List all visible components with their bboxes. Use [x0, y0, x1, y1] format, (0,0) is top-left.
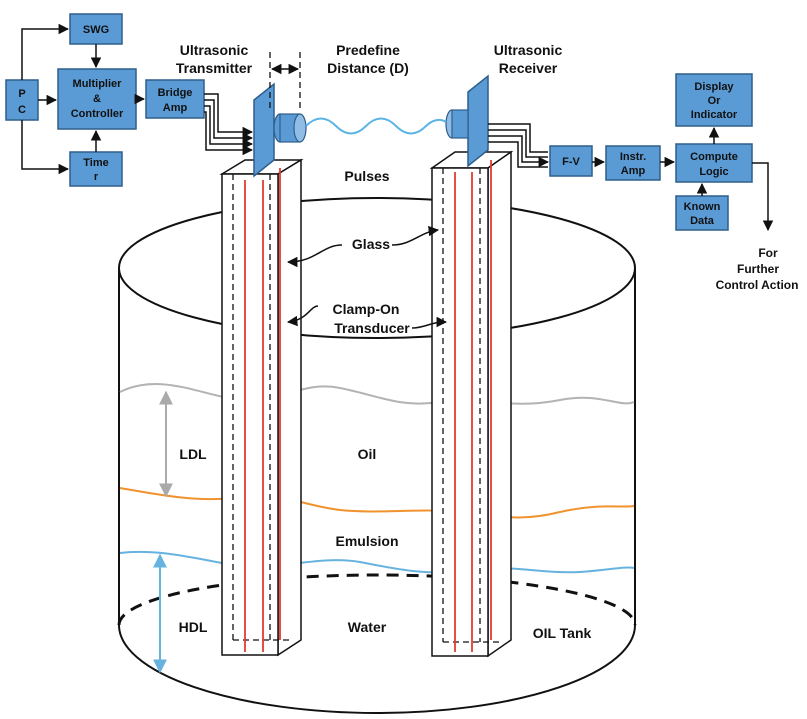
timer-label-1: Time — [83, 157, 108, 169]
tank-top-rim — [118, 197, 636, 339]
pulses-label: Pulses — [344, 168, 389, 184]
display-label-3: Indicator — [691, 109, 738, 121]
bridge-to-transmitter-wires — [204, 93, 254, 156]
instr-label-2: Amp — [621, 165, 646, 177]
multiplier-label-3: Controller — [71, 108, 124, 120]
display-indicator-block — [675, 73, 753, 127]
clamp-label-2: Transducer — [334, 320, 410, 336]
oil-label: Oil — [358, 446, 377, 462]
instrumentation-amp-block — [605, 145, 661, 181]
tank-bottom-front — [118, 624, 636, 714]
clamp-label-1: Clamp-On — [333, 301, 400, 317]
distance-label-1: Predefine — [336, 42, 400, 58]
compute-logic-block — [675, 143, 753, 183]
ldl-label: LDL — [179, 446, 207, 462]
right-clamp-on-rod — [429, 150, 514, 658]
pc-to-swg-line — [21, 23, 70, 80]
pc-to-timer-line — [21, 120, 70, 175]
further-label-1: For — [758, 246, 778, 260]
receiver-label-2: Receiver — [499, 60, 558, 76]
ultrasonic-transmitter — [253, 82, 307, 178]
oil-tank — [117, 197, 637, 714]
ultrasonic-pulse-wave — [305, 117, 447, 135]
receiver-label-1: Ultrasonic — [494, 42, 563, 58]
glass-pointer-left — [286, 244, 343, 268]
bridge-amp-block — [145, 79, 205, 119]
multiplier-label-2: & — [93, 93, 101, 105]
further-label-2: Further — [737, 262, 779, 276]
transmitter-label-2: Transmitter — [176, 60, 253, 76]
multiplier-label-1: Multiplier — [73, 78, 123, 90]
clamp-pointer-left — [286, 305, 319, 327]
bridge-label-1: Bridge — [158, 87, 193, 99]
fv-label: F-V — [562, 156, 580, 168]
receiver-to-fv-wires — [488, 123, 550, 168]
compute-label-2: Logic — [699, 166, 728, 178]
fv-converter-block — [549, 145, 593, 177]
hdl-label: HDL — [179, 619, 208, 635]
ultrasonic-receiver — [445, 74, 489, 168]
further-label-3: Control Action — [716, 278, 799, 292]
pc-label-p: P — [18, 88, 25, 100]
water-interface-line — [119, 550, 635, 574]
known-label-1: Known — [684, 201, 721, 213]
glass-pointer-right — [391, 225, 440, 246]
display-label-2: Or — [708, 95, 722, 107]
known-label-2: Data — [690, 215, 715, 227]
pc-label-c: C — [18, 104, 26, 116]
swg-label: SWG — [83, 24, 109, 36]
emulsion-label: Emulsion — [335, 533, 398, 549]
oil-tank-label: OIL Tank — [533, 625, 592, 641]
emulsion-interface-line — [119, 487, 635, 519]
display-label-1: Display — [694, 81, 734, 93]
compute-label-1: Compute — [690, 151, 738, 163]
distance-label-2: Distance (D) — [327, 60, 409, 76]
oil-surface-line — [119, 383, 635, 405]
water-label: Water — [348, 619, 387, 635]
tank-bottom-back — [117, 573, 637, 626]
glass-label: Glass — [352, 236, 390, 252]
clamp-pointer-right — [411, 316, 448, 329]
left-clamp-on-rod — [219, 158, 304, 657]
timer-label-2: r — [94, 171, 99, 183]
transmitter-label-1: Ultrasonic — [180, 42, 249, 58]
timer-block — [69, 151, 123, 187]
control-action-arrow — [752, 162, 774, 232]
bridge-label-2: Amp — [163, 102, 188, 114]
instr-label-1: Instr. — [620, 151, 646, 163]
